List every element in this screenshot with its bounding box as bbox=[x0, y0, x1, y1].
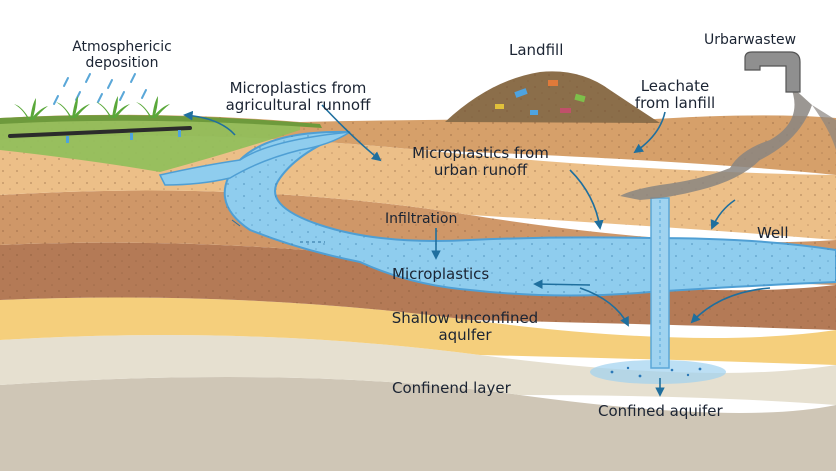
arrow-right-inflow bbox=[690, 287, 771, 324]
microplastics-label: Microplastics bbox=[392, 265, 490, 283]
well-label: Well bbox=[757, 224, 789, 242]
wastewater-pipe bbox=[744, 51, 801, 93]
arrow-leachate bbox=[633, 111, 666, 154]
plume bbox=[590, 360, 726, 384]
irrigation-pipe bbox=[8, 126, 192, 138]
confining-layer-label: Confinend layer bbox=[392, 379, 511, 397]
deep-brown-texture bbox=[0, 242, 836, 330]
field-surface bbox=[0, 115, 322, 128]
arrow-to-shallow bbox=[579, 287, 629, 327]
sky bbox=[0, 0, 836, 120]
agri-line1: Microplastics from bbox=[229, 79, 367, 97]
sand-layer bbox=[0, 297, 836, 365]
wastewater-flow-edge bbox=[812, 105, 836, 150]
shallow-line2: aqulfer bbox=[438, 325, 492, 344]
atmospheric-deposition-label: Atmosphericic deposition bbox=[42, 39, 202, 71]
arrow-wastewater-down bbox=[710, 199, 736, 230]
landfill-texture bbox=[445, 71, 660, 123]
flow-arrows bbox=[183, 104, 771, 397]
shallow-aquifer-label: Shallow unconfined aqulfer bbox=[360, 310, 570, 344]
urban-runoff-label: Microplastics from urban runoff bbox=[378, 145, 583, 179]
well-shaft bbox=[650, 197, 670, 369]
atmospheric-line2: deposition bbox=[85, 54, 159, 71]
arrow-urban-runoff bbox=[569, 169, 604, 230]
leachate-label: Leachate from lanfill bbox=[610, 78, 740, 112]
agri-runoff-label: Microplastics from agricultural runnoff bbox=[198, 80, 398, 114]
leachate-line1: Leachate bbox=[640, 77, 710, 95]
irrigation-drips bbox=[66, 130, 181, 143]
flow-dashes bbox=[231, 219, 325, 243]
bedrock-layer bbox=[0, 377, 836, 471]
grass-strip bbox=[0, 116, 300, 172]
urban-runoff-line1: Microplastics from bbox=[412, 144, 549, 162]
arrow-agri-to-aquifer bbox=[321, 104, 382, 162]
arrow-agri-runoff bbox=[183, 110, 236, 136]
leachate-line2: from lanfill bbox=[634, 93, 716, 112]
aquifer-particles bbox=[224, 131, 836, 296]
infiltration-label: Infiltration bbox=[385, 211, 458, 227]
agri-line2: agricultural runnoff bbox=[225, 95, 371, 114]
landfill-label: Landfill bbox=[509, 41, 564, 59]
tan-texture bbox=[0, 135, 836, 240]
landfill-debris bbox=[495, 80, 586, 115]
urban-runoff-line2: urban runoff bbox=[433, 160, 528, 179]
confining-layer bbox=[0, 335, 836, 405]
arrow-microplastics-left bbox=[533, 279, 591, 289]
wastewater-flow bbox=[620, 85, 812, 200]
crop-plants bbox=[14, 96, 170, 120]
urban-wastewater-label: Urbarwastew bbox=[704, 32, 797, 48]
shallow-line1: Shallow unconfined bbox=[391, 309, 539, 327]
atmospheric-line1: Atmosphericic bbox=[72, 39, 172, 55]
runoff-stream bbox=[158, 131, 351, 186]
confined-aquifer-label: Confined aquifer bbox=[598, 402, 723, 420]
